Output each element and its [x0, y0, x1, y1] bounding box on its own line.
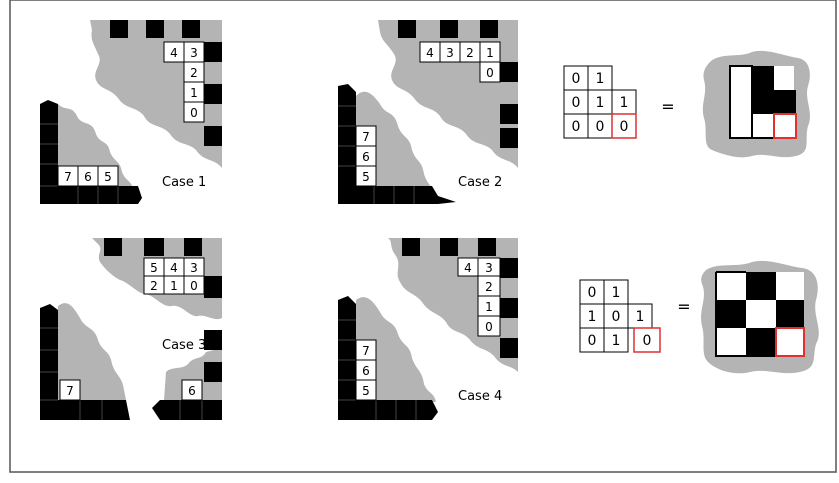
matrix-bottom-r1c0: 1 [588, 309, 597, 325]
case-3-label-2: 2 [150, 279, 158, 293]
case-4-label-6: 6 [362, 364, 370, 378]
matrix-top-r2c0: 0 [572, 119, 581, 135]
matrix-top-r0c0: 0 [572, 71, 581, 87]
case-1-label-2: 2 [190, 66, 198, 80]
case-4-label-4: 4 [464, 261, 472, 275]
matrix-top-equals: = [661, 97, 674, 116]
case-2-label-6: 6 [362, 150, 370, 164]
case-3-label-5: 5 [150, 261, 158, 275]
case-3-label-1: 1 [170, 279, 178, 293]
case-2-label-1: 1 [486, 46, 494, 60]
case-3-label-4: 4 [170, 261, 178, 275]
case-1-label-0: 0 [190, 106, 198, 120]
case-2-caption: Case 2 [458, 175, 502, 190]
matrix-bottom-r1c2: 1 [636, 309, 645, 325]
case-3-label-7: 7 [66, 384, 74, 398]
case-1-caption: Case 1 [162, 175, 206, 190]
pattern-bottom [701, 261, 819, 373]
case-4-label-0: 0 [485, 320, 493, 334]
matrix-bottom-r0c1: 1 [612, 285, 621, 301]
case-2-label-3: 3 [446, 46, 454, 60]
case-2-label-0: 0 [486, 66, 494, 80]
matrix-top-r1c2: 1 [620, 95, 629, 111]
case-1-label-7: 7 [64, 170, 72, 184]
pattern-top-highlight-cell [774, 114, 796, 138]
matrix-top-r2c1: 0 [596, 119, 605, 135]
case-4-label-2: 2 [485, 280, 493, 294]
matrix-bottom-r1c1: 0 [612, 309, 621, 325]
case-2-label-4: 4 [426, 46, 434, 60]
case-2-label-5: 5 [362, 170, 370, 184]
pattern-bottom-checker [716, 272, 804, 356]
matrix-top-r2c2: 0 [620, 119, 629, 135]
case-3-label-3: 3 [190, 261, 198, 275]
case-1-label-5: 5 [104, 170, 112, 184]
pattern-top [703, 51, 810, 157]
case-3-label-0: 0 [190, 279, 198, 293]
matrix-bottom-r0c0: 0 [588, 285, 597, 301]
case-2-label-7: 7 [362, 130, 370, 144]
matrix-bottom-equals: = [677, 297, 690, 316]
case-4-label-3: 3 [485, 261, 493, 275]
matrix-top-r0c1: 1 [596, 71, 605, 87]
matrix-top-r1c1: 1 [596, 95, 605, 111]
case-3-caption: Case 3 [162, 338, 206, 353]
case-4-label-1: 1 [485, 300, 493, 314]
matrix-bottom-r2c2: 0 [643, 333, 652, 349]
matrix-bottom-r2c0: 0 [588, 333, 597, 349]
case-3-label-6: 6 [188, 384, 196, 398]
case-4-label-7: 7 [362, 344, 370, 358]
matrix-bottom-r2c1: 1 [612, 333, 621, 349]
case-1-label-1: 1 [190, 86, 198, 100]
case-2-label-2: 2 [466, 46, 474, 60]
pattern-top-black-column [752, 66, 774, 114]
case-1-label-4: 4 [170, 46, 178, 60]
pattern-top-black-cell [774, 90, 796, 114]
case-1-label-3: 3 [190, 46, 198, 60]
pattern-bottom-highlight-cell [776, 328, 804, 356]
case-4-label-5: 5 [362, 384, 370, 398]
case-1-label-6: 6 [84, 170, 92, 184]
matrix-top-r1c0: 0 [572, 95, 581, 111]
case-4-caption: Case 4 [458, 389, 502, 404]
